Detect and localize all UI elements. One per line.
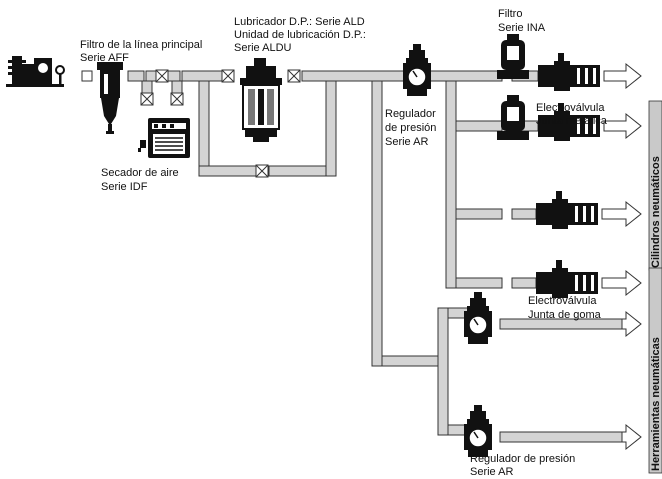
regulator-icon xyxy=(463,291,493,345)
flow-arrow-icon xyxy=(621,423,642,451)
manual-valve-icon xyxy=(221,69,235,83)
label-line: Serie ALDU xyxy=(234,42,292,54)
label-line: Serie AFF xyxy=(80,52,129,64)
flow-arrow-icon xyxy=(621,310,642,338)
label-line: Lubricador D.P.: Serie ALD xyxy=(234,16,365,28)
manual-valve-icon xyxy=(155,69,169,83)
pipe-segment xyxy=(511,208,537,220)
metal-valve-label: Electroválvula Junta metálica xyxy=(536,102,608,127)
label-line: Junta de goma xyxy=(528,309,602,321)
pipe-segment xyxy=(511,277,537,289)
manual-valve-icon xyxy=(140,92,154,106)
pipe-start xyxy=(81,70,93,82)
flow-arrow-icon xyxy=(601,269,642,297)
label-line: Unidad de lubricación D.P.: xyxy=(234,29,366,41)
label-line: Regulador xyxy=(385,108,436,120)
label-line: Electroválvula xyxy=(536,102,605,114)
pipe-segment xyxy=(181,70,223,82)
flow-arrow-icon xyxy=(603,112,642,140)
label-line: Filtro xyxy=(498,8,522,20)
label-line: Serie IDF xyxy=(101,181,148,193)
pipe-segment xyxy=(371,80,383,367)
label-line: Secador de aire xyxy=(101,167,179,179)
manual-valve-icon xyxy=(287,69,301,83)
filter-icon xyxy=(97,62,123,134)
pipe-segment xyxy=(499,431,623,443)
compressor-icon xyxy=(6,56,65,87)
inline-filter-icon xyxy=(497,95,529,140)
pipe-segment xyxy=(381,355,439,367)
pipe-segment xyxy=(198,80,210,177)
label-line: Serie AR xyxy=(385,136,428,148)
cylinders-tab-label: Cilindros neumáticos xyxy=(650,156,662,268)
pipe-segment xyxy=(127,70,145,82)
tools-tab-label: Herramientas neumáticas xyxy=(650,337,662,471)
label-line: Filtro de la línea principal xyxy=(80,39,202,51)
regulator-icon xyxy=(402,43,432,97)
inline-filter-icon xyxy=(497,34,529,79)
solenoid-valve-icon xyxy=(536,260,598,298)
manual-valve-icon xyxy=(255,164,269,178)
bottom-regulator-label: Regulador de presión Serie AR xyxy=(470,453,575,478)
label-line: Regulador de presión xyxy=(470,453,575,465)
solenoid-valve-icon xyxy=(536,191,598,229)
pipe-segment xyxy=(445,80,457,289)
tools-side-tab: Herramientas neumáticas xyxy=(648,267,662,474)
label-line: Serie INA xyxy=(498,22,546,34)
label-line: Junta metálica xyxy=(536,115,608,127)
pipe-segment xyxy=(141,80,153,94)
dryer-label: Secador de aire Serie IDF xyxy=(101,167,179,193)
pipe-segment xyxy=(437,307,449,436)
cylinders-side-tab: Cilindros neumáticos xyxy=(648,100,662,271)
lubricator-icon xyxy=(240,58,282,142)
solenoid-valve-icon xyxy=(538,53,600,91)
pipe-segment xyxy=(325,80,337,177)
manual-valve-icon xyxy=(170,92,184,106)
pipe-segment xyxy=(455,277,503,289)
label-line: Electroválvula xyxy=(528,295,597,307)
label-line: de presión xyxy=(385,122,436,134)
inline-filter-label: Filtro Serie INA xyxy=(498,8,546,34)
top-regulator-label: Regulador de presión Serie AR xyxy=(385,108,436,148)
label-line: Serie AR xyxy=(470,466,513,478)
flow-arrow-icon xyxy=(601,200,642,228)
regulator-icon xyxy=(463,404,493,458)
pipe-segment xyxy=(455,120,503,132)
flow-arrow-icon xyxy=(603,62,642,90)
pipe-segment xyxy=(171,80,183,94)
pipe-segment xyxy=(455,208,503,220)
pipe-segment xyxy=(429,70,503,82)
lubricator-label: Lubricador D.P.: Serie ALD Unidad de lub… xyxy=(234,16,366,54)
main-filter-label: Filtro de la línea principal Serie AFF xyxy=(80,39,202,64)
flow-arrows xyxy=(601,62,642,451)
rubber-valve-label: Electroválvula Junta de goma xyxy=(528,295,602,321)
dryer-icon xyxy=(138,118,190,158)
pipe-segment xyxy=(301,70,405,82)
